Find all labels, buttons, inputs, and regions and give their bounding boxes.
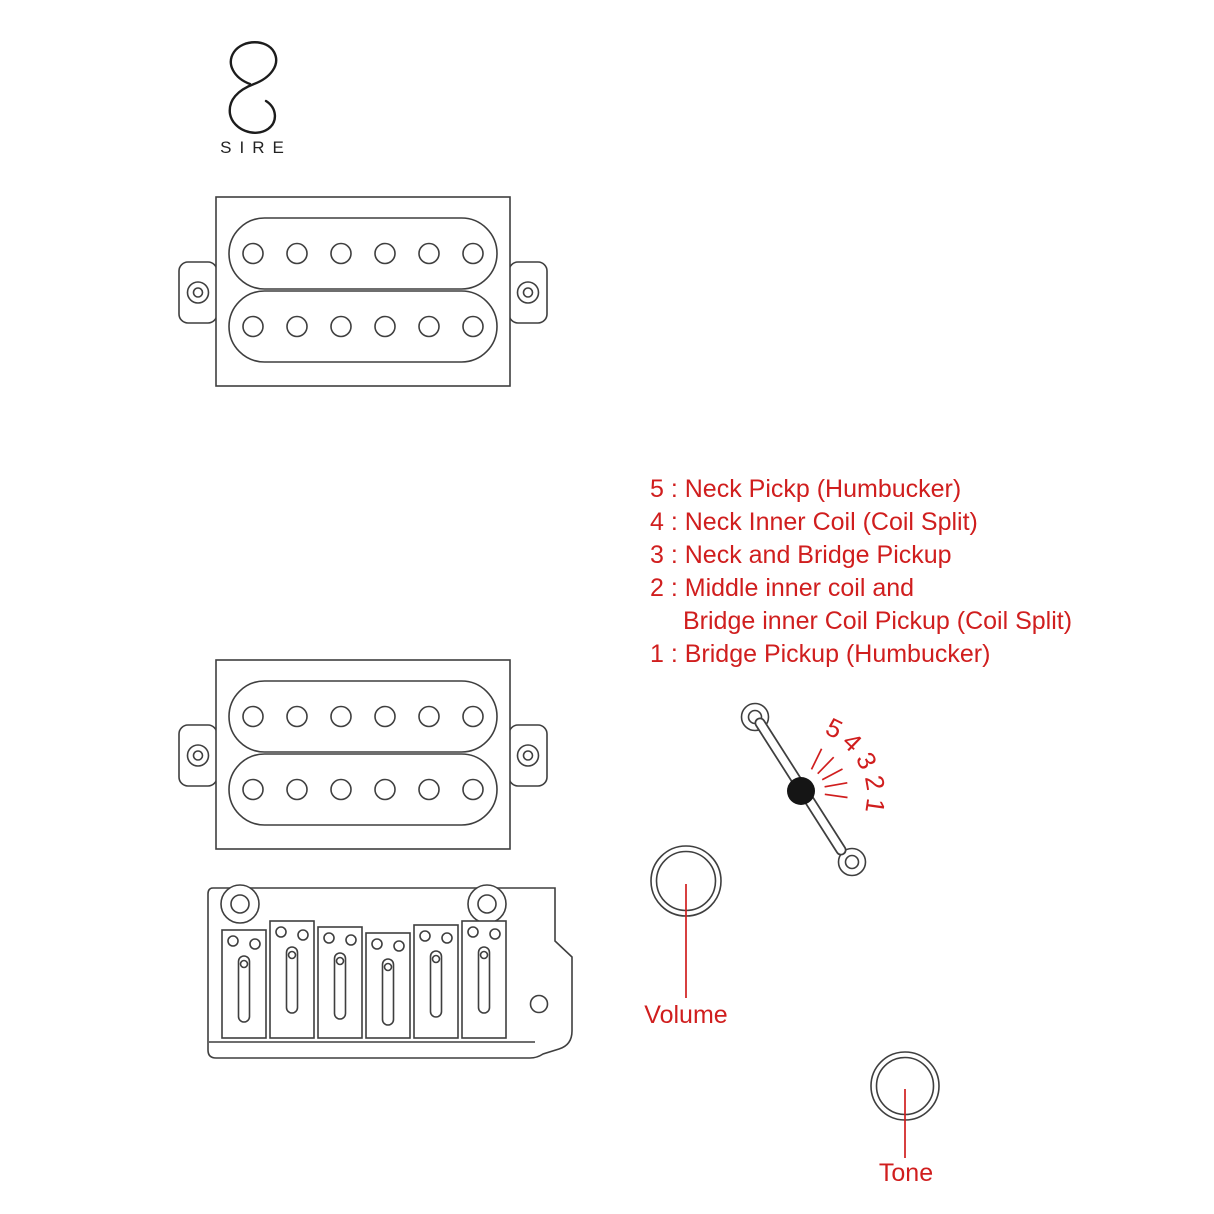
neck-pickup-drawing (178, 196, 548, 387)
legend-line-5: 5 : Neck Pickp (Humbucker) (650, 475, 961, 503)
legend-line-1: 1 : Bridge Pickup (Humbucker) (650, 640, 990, 668)
bridge-saddle (269, 920, 315, 1039)
bridge-saddle (221, 929, 267, 1039)
switch-position-3: 3 (850, 747, 883, 774)
legend-line-2-continued: Bridge inner Coil Pickup (Coil Split) (683, 607, 1072, 635)
bridge-saddle (317, 926, 363, 1039)
bridge-mount-screw-right (467, 884, 507, 924)
switch-mount-hole-bottom (837, 847, 867, 877)
switch-position-ticks (810, 748, 848, 799)
bridge-saddle (413, 924, 459, 1039)
sire-logo-icon (228, 41, 278, 134)
bridge-saddle (461, 920, 507, 1039)
pickup-selector-switch: 5 4 3 2 1 (740, 702, 891, 877)
tone-knob-drawing (870, 1051, 940, 1158)
bridge-pickup-drawing (178, 659, 548, 850)
legend-line-3: 3 : Neck and Bridge Pickup (650, 541, 952, 569)
legend-line-4: 4 : Neck Inner Coil (Coil Split) (650, 508, 978, 536)
switch-position-4: 4 (837, 726, 868, 758)
bridge-saddle (365, 932, 411, 1039)
legend-line-2: 2 : Middle inner coil and (650, 574, 914, 602)
selector-legend: 5 : Neck Pickp (Humbucker) 4 : Neck Inne… (650, 475, 1072, 668)
sire-logo: SIRE (220, 41, 292, 157)
volume-knob-drawing (650, 845, 722, 998)
tremolo-arm-hole (529, 994, 549, 1014)
sire-logo-text: SIRE (220, 138, 292, 157)
bridge-mount-screw-left (220, 884, 260, 924)
switch-position-2: 2 (859, 773, 891, 792)
tremolo-bridge-drawing (207, 884, 573, 1059)
volume-label: Volume (644, 1001, 727, 1029)
switch-position-numbers: 5 4 3 2 1 (821, 712, 891, 816)
switch-position-1: 1 (859, 797, 891, 816)
switch-knob (787, 777, 815, 805)
tone-label: Tone (879, 1159, 933, 1187)
